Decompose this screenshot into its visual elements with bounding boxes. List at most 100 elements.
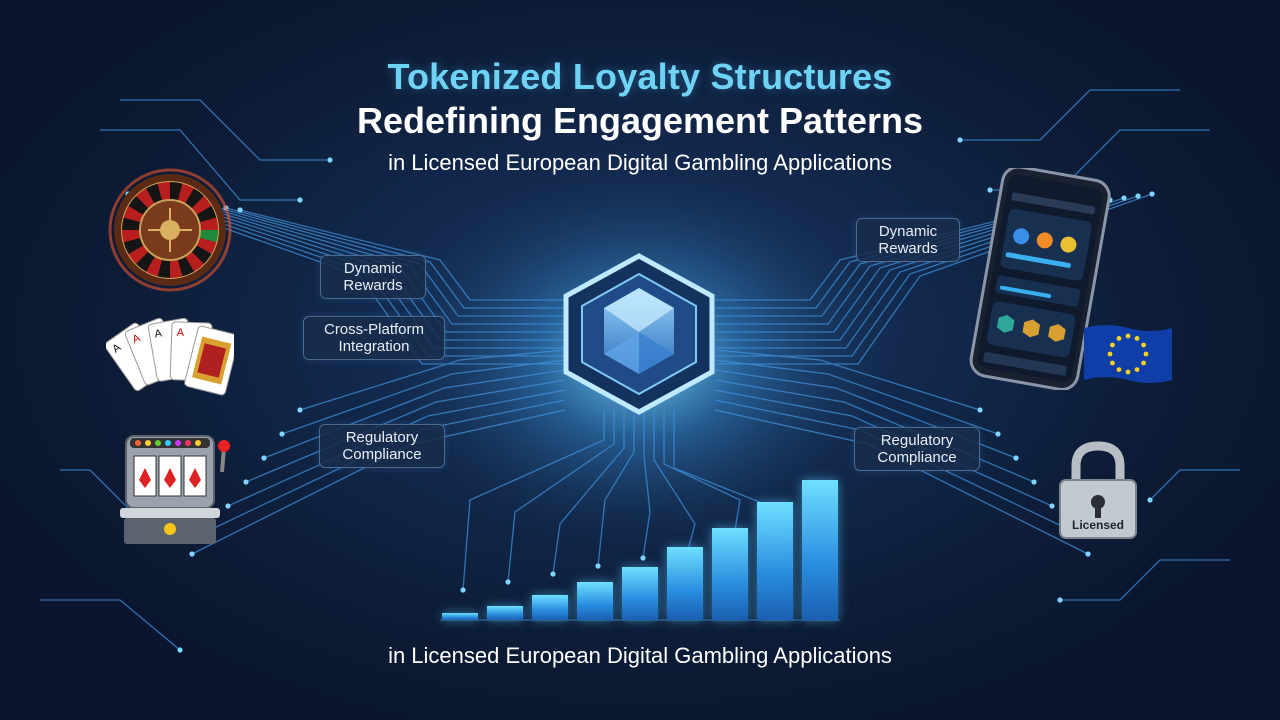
circuit-trace: [597, 410, 635, 567]
growth-bar: [712, 527, 748, 620]
circuit-node: [505, 579, 511, 585]
label-line: Rewards: [878, 240, 938, 257]
label-line: Rewards: [343, 277, 403, 294]
circuit-trace: [60, 469, 141, 521]
label-line: Dynamic: [878, 223, 938, 240]
growth-bar: [622, 566, 658, 620]
circuit-trace: [169, 199, 565, 341]
circuit-trace: [40, 599, 181, 651]
roulette-slice: [123, 237, 145, 254]
circuit-node: [595, 563, 601, 569]
hexagon-token-icon: [563, 253, 715, 415]
footer-caption: in Licensed European Digital Gambling Ap…: [388, 643, 892, 668]
smartphone-app-icon: [969, 168, 1111, 390]
circuit-node: [977, 407, 983, 413]
roulette-slice: [128, 245, 149, 264]
circuit-trace: [714, 389, 1053, 507]
label-line: Cross-Platform: [323, 321, 424, 338]
circuit-node: [177, 647, 183, 653]
label-line: Dynamic: [343, 260, 403, 277]
roulette-slice: [170, 258, 183, 278]
circuit-node: [327, 157, 333, 163]
growth-bar: [757, 502, 793, 620]
circuit-trace: [462, 410, 605, 591]
eu-star: [1116, 336, 1122, 341]
licensed-label: Licensed: [1071, 518, 1125, 532]
circuit-node: [550, 571, 556, 577]
circuit-trace: [507, 410, 615, 583]
circuit-trace: [715, 203, 1083, 325]
title-line-2: Redefining Engagement Patterns: [356, 100, 924, 141]
circuit-node: [1147, 497, 1153, 503]
roulette-slice: [177, 183, 194, 205]
circuit-trace: [183, 201, 565, 333]
circuit-node: [1049, 503, 1055, 509]
eu-flag-icon: [1084, 325, 1172, 383]
circuit-trace: [299, 349, 566, 411]
label-line: Regulatory: [345, 429, 419, 446]
growth-bar: [487, 606, 523, 620]
roulette-slice: [123, 206, 145, 223]
roulette-slice: [195, 206, 217, 223]
circuit-trace: [245, 379, 566, 483]
svg-text:A: A: [154, 327, 164, 340]
circuit-node: [1085, 551, 1091, 557]
circuit-trace: [715, 205, 1069, 317]
circuit-node: [1149, 191, 1155, 197]
label-dynamic-rewards-right: Dynamic Rewards: [856, 218, 960, 262]
circuit-trace: [714, 349, 981, 411]
label-dynamic-rewards-left: Dynamic Rewards: [320, 255, 426, 299]
roulette-slice: [191, 245, 212, 264]
eu-star: [1141, 342, 1146, 348]
growth-bar: [802, 480, 838, 620]
eu-star: [1134, 367, 1140, 372]
circuit-node: [1013, 455, 1019, 461]
circuit-trace: [227, 389, 566, 507]
circuit-node: [237, 207, 243, 213]
title-line-1: Tokenized Loyalty Structures: [387, 56, 893, 97]
playing-cards-icon: A A A A: [106, 318, 234, 396]
circuit-node: [297, 197, 303, 203]
eu-star: [1116, 367, 1122, 372]
roulette-slice: [185, 188, 204, 209]
eu-star: [1125, 369, 1131, 375]
circuit-node: [261, 455, 267, 461]
slot-machine-icon: [120, 435, 230, 544]
roulette-slice: [198, 230, 218, 243]
circuit-node: [1031, 479, 1037, 485]
circuit-trace: [211, 205, 565, 317]
growth-bar: [442, 613, 478, 620]
circuit-node: [987, 187, 993, 193]
label-line: Compliance: [342, 446, 422, 463]
eu-star: [1134, 336, 1140, 341]
eu-star: [1110, 360, 1115, 366]
roulette-slice: [157, 258, 170, 278]
roulette-slice: [195, 237, 217, 254]
circuit-trace: [642, 410, 651, 559]
roulette-slice: [128, 196, 149, 215]
circuit-trace: [715, 201, 1097, 333]
padlock-icon: [1059, 441, 1137, 539]
circuit-node: [1057, 597, 1063, 603]
growth-bar: [577, 582, 613, 620]
roulette-slice: [185, 251, 204, 272]
circuit-trace: [155, 197, 565, 349]
eu-star: [1143, 351, 1149, 357]
label-line: Regulatory: [880, 432, 954, 449]
eu-star: [1110, 342, 1115, 348]
roulette-slice: [198, 217, 218, 230]
roulette-slice: [157, 182, 170, 202]
circuit-trace: [239, 209, 565, 301]
roulette-slice: [122, 217, 142, 230]
circuit-node: [297, 407, 303, 413]
circuit-node: [957, 137, 963, 143]
circuit-node: [995, 431, 1001, 437]
growth-bar: [532, 594, 568, 620]
circuit-node: [460, 587, 466, 593]
circuit-trace: [100, 129, 300, 201]
circuit-trace: [552, 410, 625, 575]
roulette-slice: [146, 183, 163, 205]
roulette-slice: [177, 255, 194, 277]
label-line: Integration: [338, 338, 410, 355]
